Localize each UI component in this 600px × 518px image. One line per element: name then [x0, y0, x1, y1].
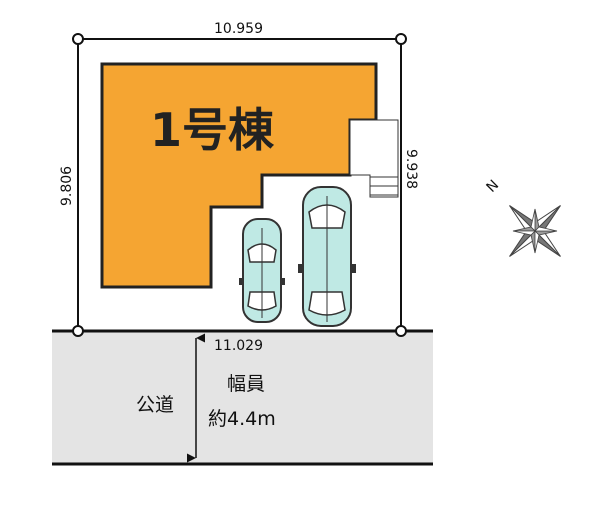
compass-north-label: N — [484, 177, 503, 196]
building-label: 1号棟 — [150, 103, 275, 157]
right-dimension: 9.938 — [403, 149, 419, 189]
small-car-icon — [239, 218, 285, 323]
road-area — [52, 331, 433, 465]
corner-marker — [72, 325, 84, 337]
road-width-value: 約4.4m — [208, 408, 276, 430]
top-dimension: 10.959 — [214, 21, 263, 37]
compass-rose-icon — [509, 205, 561, 257]
large-car-icon — [298, 186, 356, 327]
entrance-step — [369, 176, 399, 187]
road-name: 公道 — [136, 394, 174, 416]
entrance-step — [369, 185, 399, 196]
corner-marker — [395, 33, 407, 45]
bottom-dimension: 11.029 — [214, 338, 263, 354]
road-width-label: 幅員 — [227, 373, 265, 395]
corner-marker — [72, 33, 84, 45]
left-dimension: 9.806 — [59, 166, 75, 206]
building-footprint — [100, 62, 378, 289]
corner-marker — [395, 325, 407, 337]
